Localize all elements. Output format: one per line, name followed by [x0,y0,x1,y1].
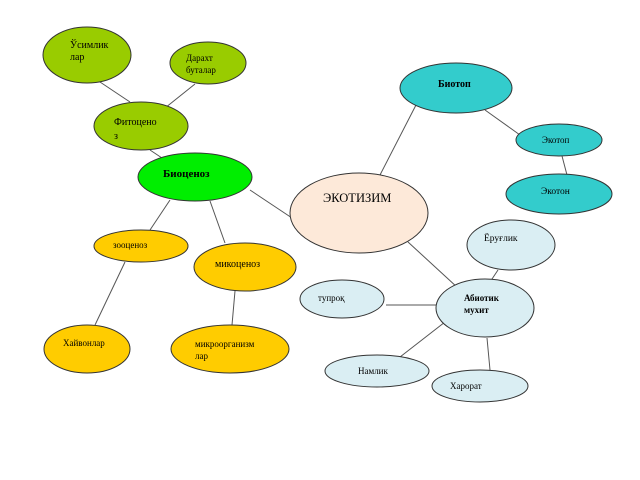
edge-biotsenoz-zootsenoz [149,199,171,231]
node-biotsenoz-shape [137,152,253,202]
node-daraxt-shape [169,41,247,85]
node-biotsenoz-label-line: Биоценоз [163,168,210,180]
node-ekoton-label: Экотон [541,187,570,197]
node-zootsenoz-label-line: зооценоз [113,240,148,250]
node-mikotsenoz-label: микоценоз [215,259,260,270]
node-mikotsenoz: микоценоз [193,242,297,292]
node-namlik-label: Намлик [358,366,388,376]
node-mikroorganizmlar: микроорганизм лар [170,324,290,374]
node-harorat-label: Харорат [450,381,482,391]
edge-daraxt-fitotsenoz [164,83,196,109]
node-mikroorganizmlar-label: микроорганизм лар [195,339,255,361]
node-biotop: Биотоп [399,62,513,114]
node-usimliklar-label-line: лар [70,52,84,63]
edge-ekotizim-abiotik [407,241,459,289]
node-daraxt-label-line: буталар [186,65,216,75]
node-mikroorganizmlar-label-line: микроорганизм [195,339,255,349]
node-usimliklar-label-line: Ўсимлик [70,39,109,51]
node-usimliklar-shape [42,26,132,84]
node-biotsenoz: Биоценоз [137,152,253,202]
node-ekotop-label-line: Экотоп [542,135,570,145]
node-daraxt: Дарахт буталар [169,41,247,85]
node-fitotsenoz-label-line: з [114,131,118,142]
node-tuproq-label-line: тупроқ [318,293,345,303]
edge-biotop-ekotop [484,109,521,136]
node-biotop-shape [399,62,513,114]
edge-harorat-abiotik [486,337,491,371]
node-ekotizim-label-line: ЭКОТИЗИМ [323,191,391,205]
node-abiotik-label-line: Абиотик [464,293,500,303]
edge-biotsenoz-mikotsenoz [209,200,226,244]
node-tuproq: тупроқ [299,279,385,319]
node-mikotsenoz-label-line: микоценоз [215,259,260,270]
connector-lines [94,81,568,371]
node-daraxt-label: Дарахт буталар [186,53,216,75]
node-fitotsenoz-label: Фитоцено з [114,117,157,142]
node-mikroorganizmlar-shape [170,324,290,374]
node-fitotsenoz-label-line: Фитоцено [114,117,157,128]
node-hayvonlar-label: Хайвонлар [63,338,105,348]
node-ekotizim-shape [289,172,429,254]
node-yoruglik-shape [466,219,556,271]
node-hayvonlar-shape [43,324,131,374]
edge-biotsenoz-ekotizim [249,189,293,219]
node-tuproq-label: тупроқ [318,293,345,303]
node-ekoton-label-line: Экотон [541,187,570,197]
node-biotop-label: Биотоп [438,79,471,90]
node-biotsenoz-label: Биоценоз [163,168,210,180]
node-fitotsenoz: Фитоцено з [93,101,189,151]
node-hayvonlar: Хайвонлар [43,324,131,374]
node-ekotop-label: Экотоп [542,135,570,145]
edge-mikotsenoz-mikroorganizmlar [231,290,236,326]
node-ekotop: Экотоп [515,123,603,157]
node-namlik-shape [324,354,430,388]
edge-zootsenoz-hayvonlar [94,261,126,326]
node-zootsenoz: зооценоз [93,229,189,263]
node-harorat-label-line: Харорат [450,381,482,391]
node-abiotik-label: Абиотик мухит [464,293,500,315]
node-abiotik-shape [435,278,535,338]
node-yoruglik-label-line: Ёруғлик [484,232,518,244]
node-yoruglik-label: Ёруғлик [484,232,518,244]
node-daraxt-label-line: Дарахт [186,53,213,63]
node-ekotop-shape [515,123,603,157]
edge-namlik-abiotik [399,321,446,358]
node-mikotsenoz-shape [193,242,297,292]
node-ekoton: Экотон [505,173,613,215]
edge-ekotop-ekoton [561,155,568,176]
node-zootsenoz-label: зооценоз [113,240,148,250]
node-abiotik-label-line: мухит [464,305,489,315]
node-abiotik: Абиотик мухит [435,278,535,338]
node-mikroorganizmlar-label-line: лар [195,351,208,361]
node-harorat: Харорат [431,369,529,403]
node-ekotizim-label: ЭКОТИЗИМ [323,191,391,205]
node-hayvonlar-label-line: Хайвонлар [63,338,105,348]
node-zootsenoz-shape [93,229,189,263]
node-fitotsenoz-shape [93,101,189,151]
node-namlik-label-line: Намлик [358,366,388,376]
node-harorat-shape [431,369,529,403]
node-ekoton-shape [505,173,613,215]
node-namlik: Намлик [324,354,430,388]
edge-usimliklar-fitotsenoz [99,81,131,103]
node-ekotizim: ЭКОТИЗИМ [289,172,429,254]
node-biotop-label-line: Биотоп [438,79,471,90]
node-tuproq-shape [299,279,385,319]
edge-ekotizim-biotop [379,104,417,176]
node-yoruglik: Ёруғлик [466,219,556,271]
